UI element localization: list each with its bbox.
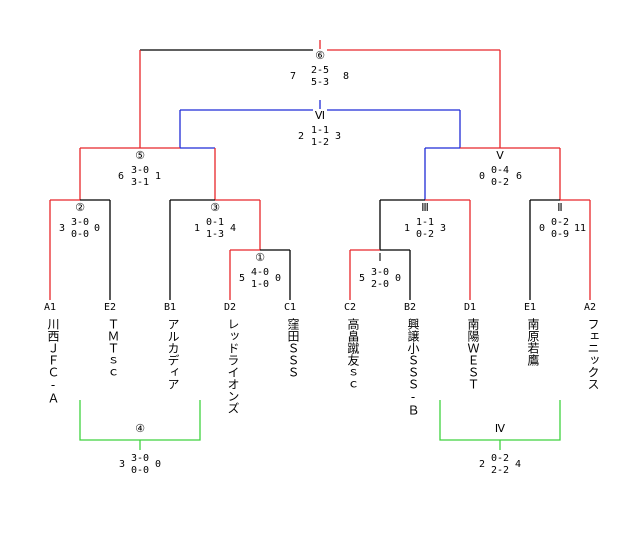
mIII-right-total: 3 xyxy=(440,223,446,234)
mII-half2-score: 0-9 xyxy=(551,229,569,240)
m3-half1-score: 0-1 xyxy=(206,217,224,228)
mI-mark: Ⅰ xyxy=(378,251,381,264)
m3-half2-score: 1-3 xyxy=(206,229,224,240)
mI-right-total: 0 xyxy=(395,273,401,284)
m6-right-total: 8 xyxy=(343,71,349,82)
m1-left-total: 5 xyxy=(239,273,245,284)
m5-half1-score: 3-0 xyxy=(131,165,149,176)
mIII-half1-score: 1-1 xyxy=(416,217,434,228)
team-code-e2: E2 xyxy=(103,302,117,313)
mII-mark-bg xyxy=(553,201,567,213)
team-name-e1: 南原若鷹 xyxy=(526,318,540,366)
team-name-c2: 高畠蹴友ｓｃ xyxy=(346,318,360,390)
team-name-d2: レッドライオンズ xyxy=(226,318,240,414)
mII-mark: Ⅱ xyxy=(557,201,562,214)
team-name-d1: 南陽ＷＥＳＴ xyxy=(466,318,480,390)
m5-right-total: 1 xyxy=(155,171,161,182)
team-name-a2: フェニックス xyxy=(586,318,600,390)
mII-half1-score: 0-2 xyxy=(551,217,569,228)
mV-half2-score: 0-2 xyxy=(491,177,509,188)
m6-half2-score: 5-3 xyxy=(311,77,329,88)
mV-left-total: 0 xyxy=(479,171,485,182)
m1-mark: ① xyxy=(255,251,265,264)
mVI-right-total: 3 xyxy=(335,131,341,142)
mV-mark-bg xyxy=(493,149,507,161)
m4-half1-score: 3-0 xyxy=(131,453,149,464)
m6-mark: ⑥ xyxy=(315,49,325,62)
mIII-left-total: 1 xyxy=(404,223,410,234)
mII-left-total: 0 xyxy=(539,223,545,234)
team-code-d1: D1 xyxy=(463,302,477,313)
mIV-right-total: 4 xyxy=(515,459,521,470)
mI-half2-score: 2-0 xyxy=(371,279,389,290)
m2-half2-score: 0-0 xyxy=(71,229,89,240)
m6-left-total: 7 xyxy=(290,71,296,82)
m5-left-total: 6 xyxy=(118,171,124,182)
m3-mark-bg xyxy=(208,201,222,213)
mVI-half1-score: 1-1 xyxy=(311,125,329,136)
m2-right-total: 0 xyxy=(94,223,100,234)
mIV-half2-score: 2-2 xyxy=(491,465,509,476)
team-name-e2: ＴＭＴｓｃ xyxy=(106,318,120,378)
m3-right-total: 4 xyxy=(230,223,236,234)
m6-half1-score: 2-5 xyxy=(311,65,329,76)
m5-mark-bg xyxy=(133,149,147,161)
team-code-b1: B1 xyxy=(163,302,177,313)
team-name-b1: アルカディア xyxy=(166,318,180,390)
mI-left-total: 5 xyxy=(359,273,365,284)
m2-mark: ② xyxy=(75,201,85,214)
mIII-half2-score: 0-2 xyxy=(416,229,434,240)
m6-mark-bg xyxy=(313,49,327,61)
m4-mark: ④ xyxy=(135,422,145,435)
m1-half1-score: 4-0 xyxy=(251,267,269,278)
mI-half1-score: 3-0 xyxy=(371,267,389,278)
mIII-mark: Ⅲ xyxy=(421,201,429,214)
m3-left-total: 1 xyxy=(194,223,200,234)
mVI-mark-bg xyxy=(313,109,327,121)
mVI-half2-score: 1-2 xyxy=(311,137,329,148)
team-code-a2: A2 xyxy=(583,302,597,313)
mIV-half1-score: 0-2 xyxy=(491,453,509,464)
mV-mark: Ⅴ xyxy=(496,149,504,162)
mII-right-total: 11 xyxy=(574,223,586,234)
m4-mark-bg xyxy=(133,422,147,434)
m4-left-total: 3 xyxy=(119,459,125,470)
mIV-mark: Ⅳ xyxy=(495,422,506,435)
m3-mark: ③ xyxy=(210,201,220,214)
m1-right-total: 0 xyxy=(275,273,281,284)
mIV-mark-bg xyxy=(493,422,507,434)
m4-half2-score: 0-0 xyxy=(131,465,149,476)
team-code-e1: E1 xyxy=(523,302,537,313)
mVI-mark: Ⅵ xyxy=(315,109,325,122)
team-code-c2: C2 xyxy=(343,302,357,313)
m5-mark: ⑤ xyxy=(135,149,145,162)
mVI-left-total: 2 xyxy=(298,131,304,142)
m1-mark-bg xyxy=(253,251,267,263)
team-name-b2: 興譲小ＳＳＳ-Ｂ xyxy=(406,318,420,416)
team-code-b2: B2 xyxy=(403,302,417,313)
m4-right-total: 0 xyxy=(155,459,161,470)
m2-left-total: 3 xyxy=(59,223,65,234)
m2-mark-bg xyxy=(73,201,87,213)
mIV-left-total: 2 xyxy=(479,459,485,470)
team-code-d2: D2 xyxy=(223,302,237,313)
m5-half2-score: 3-1 xyxy=(131,177,149,188)
mIII-mark-bg xyxy=(418,201,432,213)
team-name-c1: 窪田ＳＳＳ xyxy=(286,318,300,378)
m1-half2-score: 1-0 xyxy=(251,279,269,290)
team-name-a1: 川西ＪＦＣ-Ａ xyxy=(46,318,60,404)
team-code-a1: A1 xyxy=(43,302,57,313)
mV-half1-score: 0-4 xyxy=(491,165,509,176)
m2-half1-score: 3-0 xyxy=(71,217,89,228)
mI-mark-bg xyxy=(373,251,387,263)
team-code-c1: C1 xyxy=(283,302,297,313)
mV-right-total: 6 xyxy=(516,171,522,182)
